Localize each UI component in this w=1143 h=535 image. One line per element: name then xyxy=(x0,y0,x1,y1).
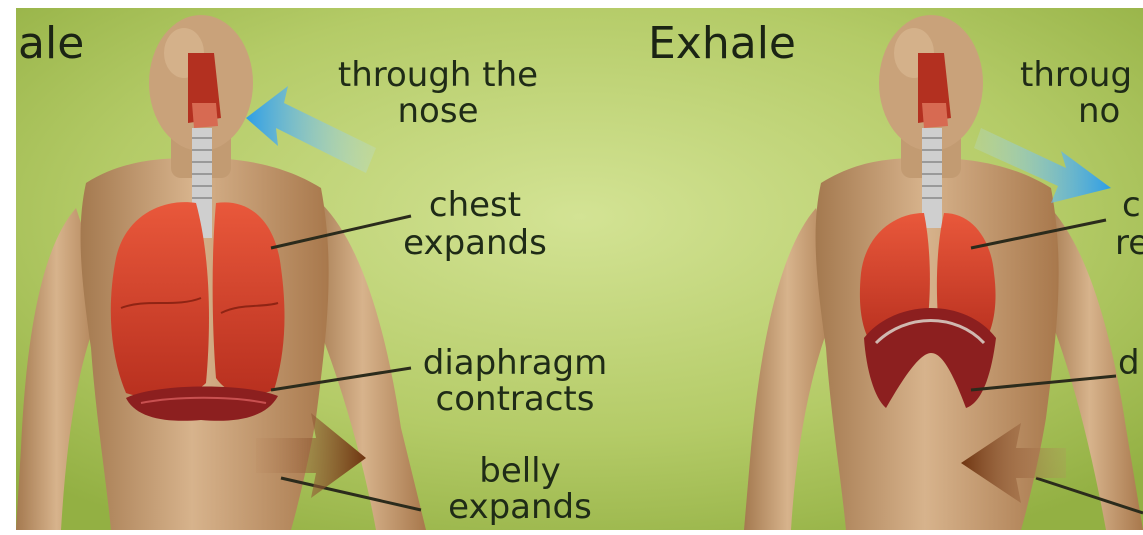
exhale-nose-label-2: no xyxy=(1078,94,1120,128)
inhale-nose-label-1: through the xyxy=(318,58,558,92)
exhale-chest-label-1: c xyxy=(1122,188,1141,222)
inhale-diaphragm-label-1: diaphragm xyxy=(410,346,620,380)
inhale-diaphragm-label-2: contracts xyxy=(410,382,620,416)
exhale-title: Exhale xyxy=(648,22,796,66)
inhale-nose-label-2: nose xyxy=(318,94,558,128)
inhale-belly-label-1: belly xyxy=(445,454,595,488)
diagram-illustration xyxy=(16,8,1143,530)
inhale-belly-label-2: expands xyxy=(445,490,595,524)
inhale-chest-label-2: expands xyxy=(400,226,550,260)
inhale-chest-label-1: chest xyxy=(400,188,550,222)
exhale-diaphragm-label-1: d xyxy=(1118,346,1140,380)
exhale-chest-label-2: re xyxy=(1115,226,1143,260)
exhale-nose-label-1: throug xyxy=(1020,58,1132,92)
inhale-title: ale xyxy=(18,22,84,66)
